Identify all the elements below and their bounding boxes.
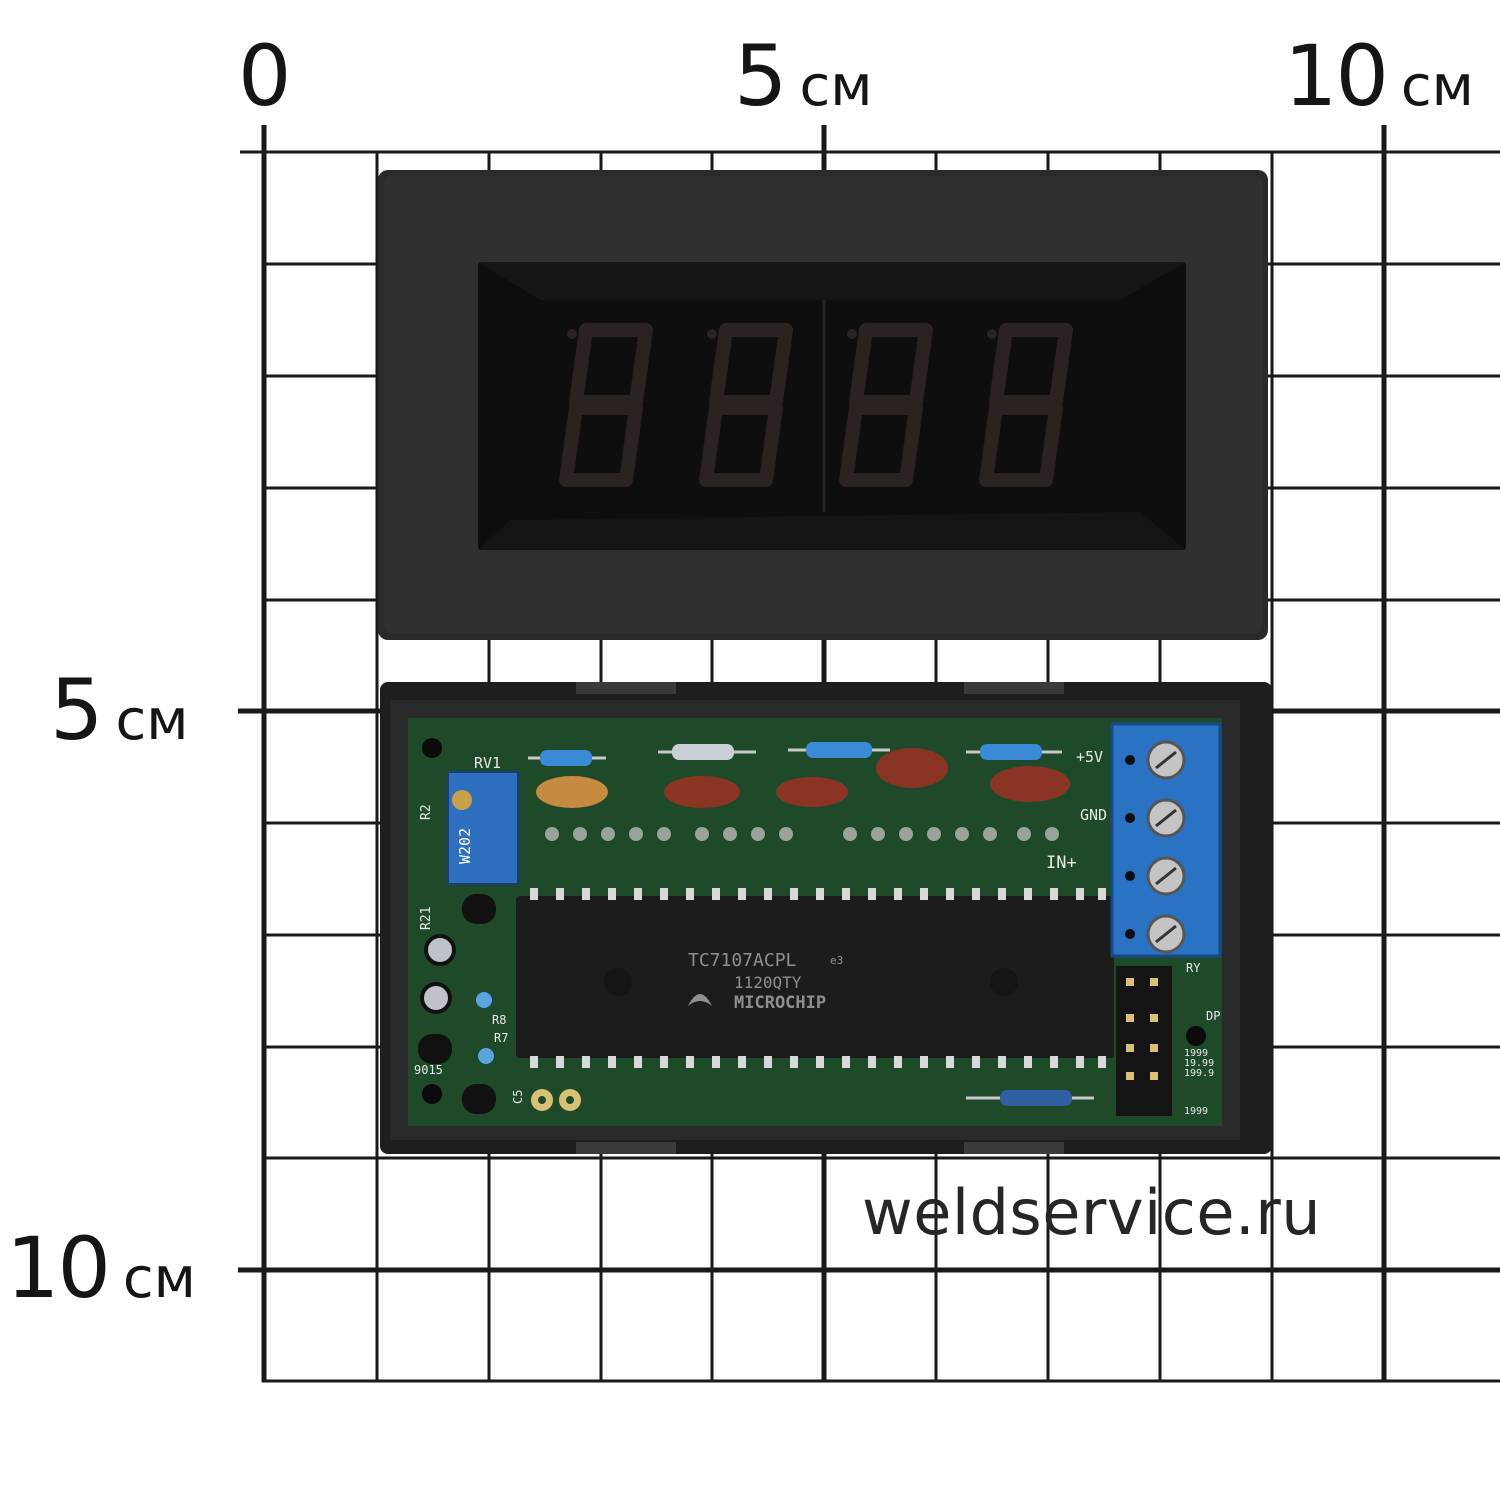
digit-3 — [839, 323, 933, 487]
silk-range-199-9: 199.9 — [1184, 1068, 1214, 1079]
ruler-number: 5 — [734, 27, 787, 125]
chip-part-number: TC7107ACPL — [688, 950, 797, 971]
decimal-point-1 — [567, 329, 577, 339]
silk-range-19-99: 19.99 — [1184, 1058, 1214, 1069]
trimmer-code: W202 — [456, 828, 474, 864]
chip-lot-code: 1120QTY — [734, 973, 802, 992]
terminal-label-plus5v: +5V — [1076, 748, 1103, 766]
silk-r2: R2 — [419, 804, 434, 820]
decimal-point-2 — [707, 329, 717, 339]
silk-range-1999: 1999 — [1184, 1048, 1208, 1059]
terminal-label-gnd: GND — [1080, 806, 1107, 824]
ruler-unit: см — [799, 54, 873, 119]
ruler-unit: см — [115, 688, 189, 753]
digit-1 — [559, 323, 653, 487]
ruler-number: 10 — [1284, 27, 1389, 125]
tc7107-chip — [516, 896, 1114, 1058]
digit-2 — [699, 323, 793, 487]
mounting-hole — [1186, 1026, 1206, 1046]
mounting-hole — [422, 1084, 442, 1104]
trimmer-label: RV1 — [474, 754, 501, 772]
terminal-label-in: IN+ — [1046, 853, 1077, 873]
ruler-unit: см — [1400, 54, 1474, 119]
digit-4 — [979, 323, 1073, 487]
jumper-header — [1116, 966, 1172, 1116]
ruler-label-0: 0 — [238, 27, 291, 125]
silk-ry: RY — [1186, 961, 1201, 975]
ruler-number: 5 — [50, 661, 103, 759]
silk-range-1999b: 1999 — [1184, 1106, 1208, 1117]
pcb-components — [418, 722, 1222, 1116]
meter-front-panel — [378, 170, 1268, 640]
watermark: weldservice.ru — [862, 1176, 1322, 1249]
ruler-unit: см — [122, 1246, 196, 1311]
silk-c5: C5 — [511, 1090, 525, 1104]
decimal-point-3 — [847, 329, 857, 339]
microchip-logo-icon — [688, 994, 712, 1006]
chip-manufacturer: MICROCHIP — [734, 993, 826, 1013]
decimal-point-4 — [987, 329, 997, 339]
silk-dp: DP — [1206, 1009, 1220, 1023]
seven-segment-display — [559, 323, 1073, 487]
chip-mark: e3 — [830, 954, 843, 967]
silk-9015: 9015 — [414, 1063, 443, 1077]
mounting-hole — [422, 738, 442, 758]
pcb-labels: TC7107ACPL e3 1120QTY MICROCHIP RV1 W202… — [414, 748, 1220, 1117]
ruler-number: 10 — [6, 1219, 111, 1317]
silk-r8: R8 — [492, 1013, 506, 1027]
silk-r21: R21 — [419, 907, 434, 930]
silk-r7: R7 — [494, 1031, 508, 1045]
